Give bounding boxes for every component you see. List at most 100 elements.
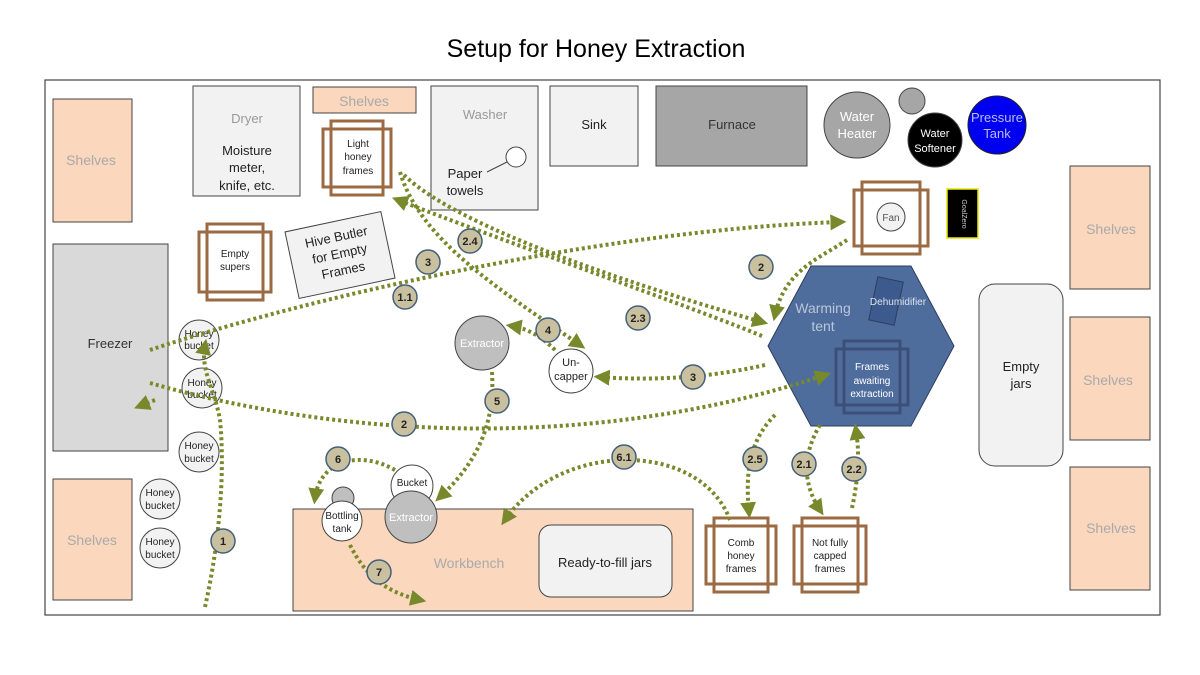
warming-tent: Warming tent Dehumidifier Frames awaitin…	[767, 265, 955, 427]
dehumidifier-unit	[868, 276, 904, 326]
svg-text:bucket: bucket	[184, 454, 214, 465]
step-badge: 2.3	[625, 305, 651, 331]
step-badge: 7	[366, 559, 392, 585]
svg-text:2: 2	[758, 262, 764, 274]
svg-text:Honey: Honey	[185, 441, 214, 452]
svg-text:Extractor: Extractor	[460, 338, 504, 350]
hive-butler: Hive Butler for Empty Frames	[284, 210, 396, 300]
flow-arrow-2-tip	[134, 395, 156, 410]
svg-text:Empty: Empty	[1003, 359, 1040, 374]
svg-text:2.4: 2.4	[462, 236, 478, 248]
svg-text:Shelves: Shelves	[339, 93, 389, 109]
step-badge: 3	[680, 364, 706, 390]
svg-text:Un-: Un-	[562, 357, 580, 369]
flow-arrow-3	[593, 363, 766, 386]
svg-text:1: 1	[220, 536, 226, 548]
svg-text:Moisture: Moisture	[222, 143, 272, 158]
svg-text:Shelves: Shelves	[1086, 221, 1136, 237]
svg-text:Ready-to-fill jars: Ready-to-fill jars	[558, 555, 652, 570]
freezer: Freezer	[52, 243, 169, 452]
fan-icon	[876, 202, 906, 232]
flow-arrow-6	[308, 457, 396, 505]
svg-text:Furnace: Furnace	[708, 117, 756, 132]
paper-towel-roll	[505, 146, 527, 168]
svg-text:bucket: bucket	[145, 501, 175, 512]
step-badge: 5	[484, 388, 510, 414]
svg-text:Honey: Honey	[188, 378, 217, 389]
sink: Sink	[549, 85, 639, 167]
empty-supers: Empty supers	[197, 222, 273, 302]
honey-bucket: Honey bucket	[139, 527, 181, 569]
svg-text:Sink: Sink	[581, 117, 607, 132]
step-badge: 6	[325, 446, 351, 472]
svg-text:Light: Light	[347, 139, 369, 150]
svg-text:Empty: Empty	[221, 249, 249, 260]
svg-text:Honey: Honey	[146, 537, 175, 548]
svg-text:Heater: Heater	[837, 126, 877, 141]
svg-text:Extractor: Extractor	[389, 512, 433, 524]
bottling-tank: Bottling tank	[321, 500, 363, 542]
svg-text:tent: tent	[811, 318, 834, 334]
honey-bucket: Honey bucket	[181, 367, 223, 409]
shelves-right-1: Shelves	[1069, 165, 1151, 290]
svg-text:frames: frames	[343, 166, 374, 177]
pressure-tank: Pressure Tank	[967, 95, 1027, 155]
svg-text:bucket: bucket	[145, 550, 175, 561]
svg-text:7: 7	[376, 567, 382, 579]
svg-text:Warming: Warming	[795, 300, 851, 316]
not-fully-capped-frames: Not fully capped frames	[792, 516, 868, 594]
svg-text:Workbench: Workbench	[434, 555, 505, 571]
extractor-upper: Extractor	[454, 315, 510, 371]
svg-text:Water: Water	[921, 128, 950, 140]
svg-text:tank: tank	[333, 524, 353, 535]
svg-text:Comb: Comb	[728, 538, 755, 549]
svg-text:supers: supers	[220, 262, 250, 273]
goal-zero: GoalZero	[946, 188, 979, 239]
svg-text:3: 3	[425, 257, 431, 269]
dryer: Dryer Moisture meter, knife, etc.	[192, 85, 301, 197]
washer: Washer Paper towels	[430, 85, 539, 211]
honey-bucket: Honey bucket	[139, 478, 181, 520]
svg-text:Shelves: Shelves	[1086, 520, 1136, 536]
svg-text:knife, etc.: knife, etc.	[219, 178, 275, 193]
svg-text:Freezer: Freezer	[88, 336, 133, 351]
svg-text:capped: capped	[814, 551, 847, 562]
svg-text:Washer: Washer	[463, 107, 508, 122]
comb-honey-frames: Comb honey frames	[704, 516, 778, 594]
svg-text:Dehumidifier: Dehumidifier	[870, 297, 927, 308]
svg-text:Shelves: Shelves	[66, 152, 116, 168]
svg-text:4: 4	[545, 325, 552, 337]
svg-text:awaiting: awaiting	[854, 376, 891, 387]
svg-text:Shelves: Shelves	[1083, 372, 1133, 388]
svg-text:honey: honey	[727, 551, 754, 562]
svg-text:5: 5	[494, 396, 500, 408]
step-badge: 2.2	[841, 456, 867, 482]
step-badge: 2.4	[457, 228, 483, 254]
step-badge: 1.1	[392, 284, 418, 310]
svg-text:Bottling: Bottling	[325, 511, 358, 522]
svg-text:Honey: Honey	[146, 488, 175, 499]
furnace: Furnace	[655, 85, 808, 167]
svg-text:Not fully: Not fully	[812, 538, 848, 549]
flow-arrow-2-a	[149, 370, 832, 431]
step-badge: 1	[210, 528, 236, 554]
svg-text:capper: capper	[554, 371, 588, 383]
svg-text:6.1: 6.1	[616, 452, 631, 464]
svg-text:2.5: 2.5	[747, 454, 762, 466]
svg-text:Softener: Softener	[914, 143, 956, 155]
shelves-left-bottom: Shelves	[52, 478, 133, 601]
empty-jars: Empty jars	[978, 283, 1064, 467]
svg-text:1.1: 1.1	[397, 292, 412, 304]
svg-text:Bucket: Bucket	[397, 478, 428, 489]
extractor-workbench: Extractor	[384, 490, 438, 544]
svg-text:Pressure: Pressure	[971, 110, 1023, 125]
flow-arrow-2-3	[402, 173, 769, 328]
svg-text:honey: honey	[344, 152, 371, 163]
svg-text:3: 3	[690, 372, 696, 384]
water-softener: Water Softener	[907, 112, 963, 168]
shelves-top: Shelves	[312, 86, 417, 114]
flow-arrow-2-2	[849, 423, 866, 509]
svg-text:towels: towels	[447, 183, 484, 198]
svg-text:Fan: Fan	[882, 213, 899, 224]
svg-text:frames: frames	[815, 564, 846, 575]
